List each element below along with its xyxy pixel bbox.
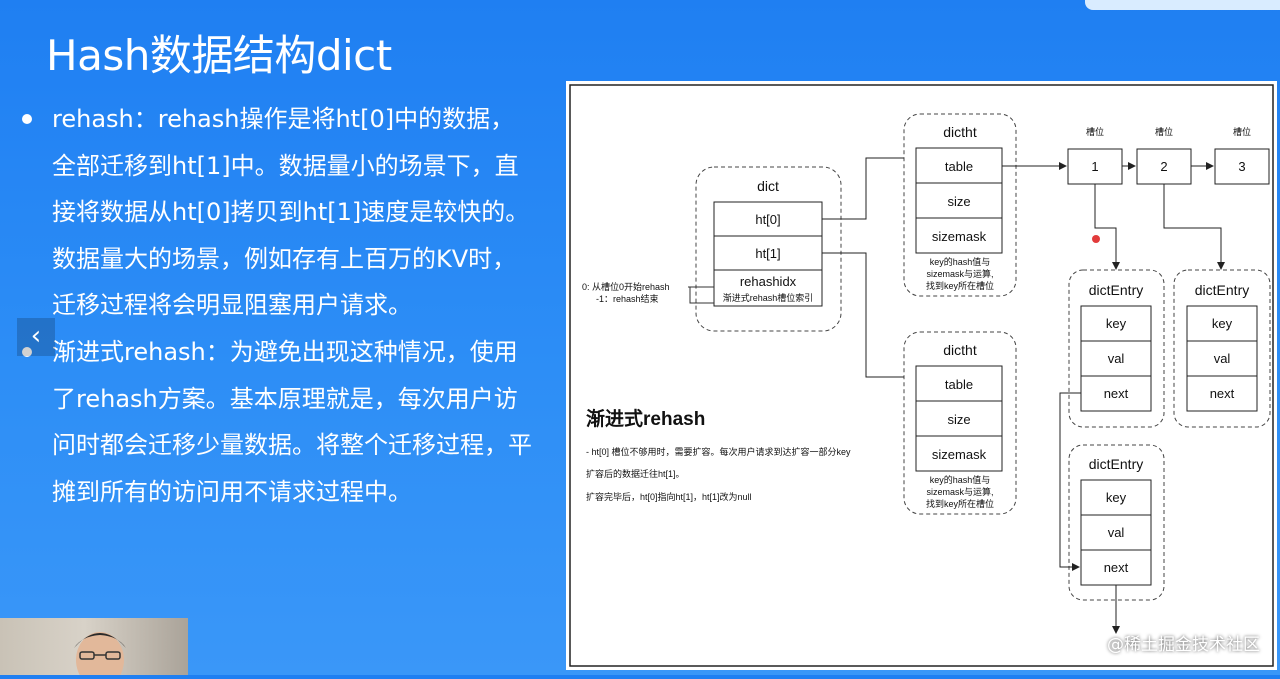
dict-entry-1: dictEntry key val next bbox=[1068, 269, 1165, 428]
dict-entry-2-label: dictEntry bbox=[1195, 282, 1249, 298]
dict-box: dict ht[0] ht[1] rehashidx 渐进式rehash槽位索引 bbox=[695, 166, 842, 332]
dictht-top-sizemask: sizemask bbox=[932, 229, 987, 244]
dictht-top-box: dictht table size sizemask key的hash值与 si… bbox=[903, 113, 1017, 297]
rehashidx-side-note-1: 0: 从槽位0开始rehash bbox=[582, 281, 670, 292]
slot-2-header: 槽位 bbox=[1155, 126, 1173, 137]
prev-slide-button[interactable]: ‹ bbox=[17, 318, 55, 356]
diagram-panel: dict ht[0] ht[1] rehashidx 渐进式rehash槽位索引… bbox=[566, 81, 1277, 670]
dict-entry-3-next: next bbox=[1104, 560, 1129, 575]
slot-row: 槽位 槽位 槽位 1 2 3 bbox=[1067, 126, 1270, 185]
bullet-list: rehash：rehash操作是将ht[0]中的数据，全部迁移到ht[1]中。数… bbox=[18, 96, 538, 515]
cursor-dot bbox=[1092, 235, 1100, 243]
dictht-bottom-box: dictht table size sizemask key的hash值与 si… bbox=[903, 331, 1017, 515]
rehash-note-3: 扩容完毕后，ht[0]指向ht[1]，ht[1]改为null bbox=[586, 491, 752, 502]
dictht-bottom-note-2: sizemask与运算, bbox=[926, 486, 993, 497]
webcam-thumbnail bbox=[0, 618, 188, 679]
dict-entry-2: dictEntry key val next bbox=[1173, 269, 1271, 428]
dictht-top-note-1: key的hash值与 bbox=[930, 256, 991, 267]
dict-entry-1-label: dictEntry bbox=[1089, 282, 1143, 298]
rehash-heading: 渐进式rehash bbox=[586, 407, 705, 430]
slot-1-value: 1 bbox=[1091, 159, 1098, 174]
dictht-top-note-2: sizemask与运算, bbox=[926, 268, 993, 279]
slot1-to-entry1-arrow bbox=[1094, 184, 1120, 270]
dict-label: dict bbox=[757, 178, 779, 194]
dict-entry-2-key: key bbox=[1212, 316, 1233, 331]
dict-entry-1-val: val bbox=[1108, 351, 1125, 366]
dict-entry-2-val: val bbox=[1214, 351, 1231, 366]
dict-entry-1-next: next bbox=[1104, 386, 1129, 401]
dictht-bottom-sizemask: sizemask bbox=[932, 447, 987, 462]
top-tab bbox=[1085, 0, 1280, 10]
dictht-bottom-note-1: key的hash值与 bbox=[930, 474, 991, 485]
presenter-avatar bbox=[74, 632, 126, 679]
bullet-progressive-rehash: 渐进式rehash：为避免出现这种情况，使用了rehash方案。基本原理就是，每… bbox=[18, 329, 538, 515]
slot-2-value: 2 bbox=[1160, 159, 1167, 174]
slot-3-box bbox=[1214, 148, 1270, 185]
dictht-top-label: dictht bbox=[943, 124, 977, 140]
dictht-bottom-note-3: 找到key所在槽位 bbox=[926, 498, 994, 509]
dict-field-ht1: ht[1] bbox=[755, 246, 780, 261]
slot-3-header: 槽位 bbox=[1233, 126, 1251, 137]
dictht-top-note-3: 找到key所在槽位 bbox=[926, 280, 994, 291]
dict-entry-3-key: key bbox=[1106, 490, 1127, 505]
dict-rehash-diagram: dict ht[0] ht[1] rehashidx 渐进式rehash槽位索引… bbox=[569, 84, 1274, 667]
rehashidx-inline-note: 渐进式rehash槽位索引 bbox=[723, 292, 814, 303]
ht0-to-dictht-top-line bbox=[822, 157, 904, 220]
slot-2-box bbox=[1136, 148, 1192, 185]
rehashidx-side-note-2: -1：rehash结束 bbox=[596, 293, 659, 304]
dict-entry-3-label: dictEntry bbox=[1089, 456, 1143, 472]
dict-field-ht0: ht[0] bbox=[755, 212, 780, 227]
rehash-note-1: - ht[0] 槽位不够用时，需要扩容。每次用户请求到达扩容一部分key bbox=[586, 446, 851, 457]
dictht-bottom-size: size bbox=[947, 412, 970, 427]
dictht-bottom-table: table bbox=[945, 377, 973, 392]
slot-1-header: 槽位 bbox=[1086, 126, 1104, 137]
dict-field-rehashidx: rehashidx bbox=[740, 274, 797, 289]
slot-3-value: 3 bbox=[1238, 159, 1245, 174]
chevron-left-icon: ‹ bbox=[30, 321, 42, 351]
dict-entry-3-val: val bbox=[1108, 525, 1125, 540]
dictht-top-size: size bbox=[947, 194, 970, 209]
dict-entry-1-key: key bbox=[1106, 316, 1127, 331]
dict-entry-2-next: next bbox=[1210, 386, 1235, 401]
bullet-rehash: rehash：rehash操作是将ht[0]中的数据，全部迁移到ht[1]中。数… bbox=[18, 96, 538, 329]
slot2-to-entry2-arrow bbox=[1163, 184, 1225, 270]
entry1-next-to-entry3-arrow bbox=[1059, 392, 1081, 571]
page-title: Hash数据结构dict bbox=[46, 31, 392, 80]
rehash-note-2: 扩容后的数据迁往ht[1]。 bbox=[586, 468, 685, 479]
watermark: @稀土掘金技术社区 bbox=[1107, 635, 1260, 655]
ht1-to-dictht-bottom-line bbox=[822, 252, 904, 378]
rehashidx-note-bracket bbox=[689, 287, 714, 304]
dict-entry-3: dictEntry key val next bbox=[1068, 444, 1165, 601]
dictht-bottom-label: dictht bbox=[943, 342, 977, 358]
dictht-top-table: table bbox=[945, 159, 973, 174]
